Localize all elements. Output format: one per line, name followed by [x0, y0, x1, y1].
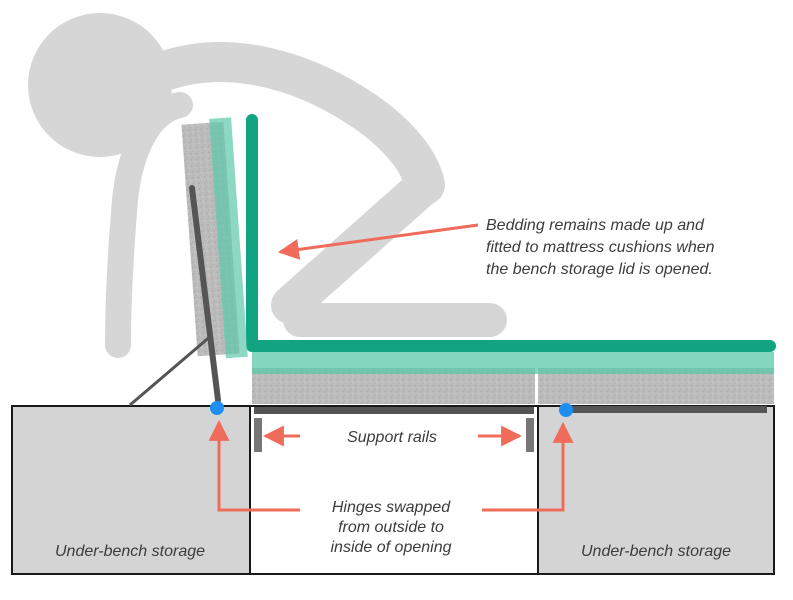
hinge-left: [210, 401, 224, 415]
hinges-note-line-2: from outside to: [338, 519, 444, 536]
bedding-note-line-1: Bedding remains made up and: [486, 217, 705, 234]
hinge-right: [559, 403, 573, 417]
bedding-note-line-2: fitted to mattress cushions when: [486, 239, 715, 256]
support-rail-left: [254, 418, 262, 452]
bedding-translucent-flat: [252, 352, 774, 374]
lid-left: [189, 185, 221, 403]
person-thigh: [271, 166, 444, 324]
person-arm: [105, 92, 193, 358]
bedding-note-line-3: the bench storage lid is opened.: [486, 261, 713, 278]
bedding-sheet: [246, 114, 776, 352]
hinges-note-line-1: Hinges swapped: [332, 499, 451, 516]
storage-box-right: [537, 405, 775, 575]
support-rails-label: Support rails: [347, 429, 437, 446]
storage-opening: [249, 405, 539, 575]
lid-right: [560, 406, 767, 413]
raised-lid-assembly: [181, 117, 248, 359]
bedding-translucent-raised: [209, 117, 248, 359]
support-rail-right: [526, 418, 534, 452]
bedding-arrow: [277, 223, 479, 260]
person-figure: [28, 13, 507, 358]
hinge-arrow-right: [482, 421, 574, 512]
hinges-note-line-3: inside of opening: [331, 539, 452, 556]
person-head: [28, 13, 172, 157]
person-back: [148, 42, 445, 205]
support-rail-top: [254, 407, 534, 414]
hinge-arrow-left: [208, 419, 300, 512]
storage-label-left: Under-bench storage: [55, 543, 205, 560]
lid-strut: [129, 333, 213, 407]
storage-label-right: Under-bench storage: [581, 543, 731, 560]
